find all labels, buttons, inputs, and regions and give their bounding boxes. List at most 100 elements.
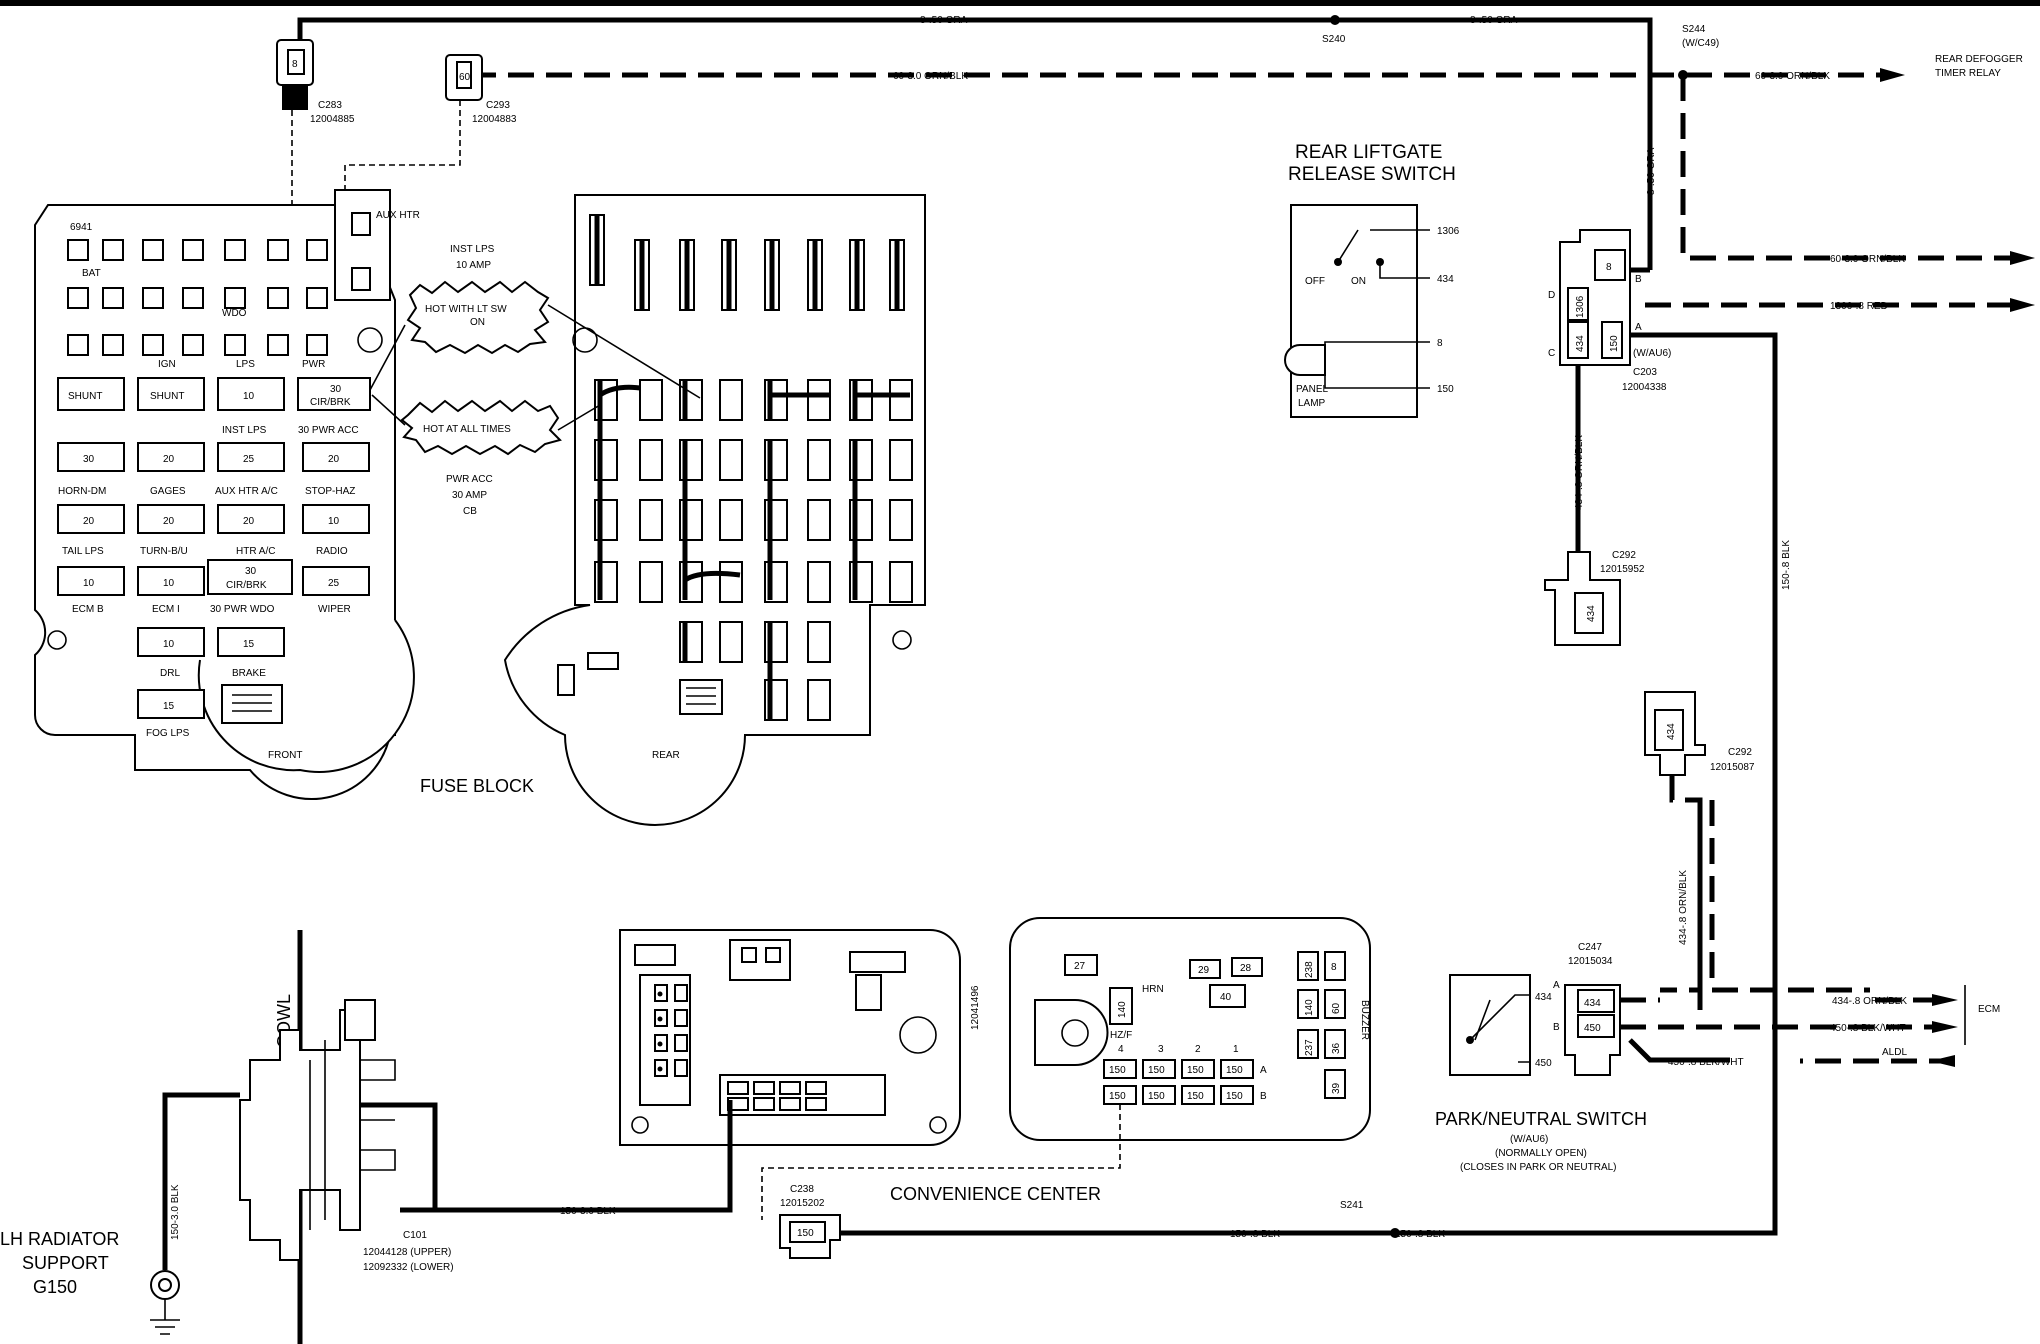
fuse-value: 150 bbox=[1226, 1091, 1243, 1102]
wire-label: 434-.8 ORN/BLK bbox=[1678, 870, 1689, 945]
pin-letter: B bbox=[1635, 274, 1642, 285]
fuse-block-rear: REAR FUSE BLOCK bbox=[420, 194, 926, 826]
fuse-value: 10 bbox=[83, 578, 95, 589]
park-neutral-switch: 434 450 A B PARK/NEUTRAL SWITCH (W/AU6) … bbox=[1435, 974, 1647, 1173]
column-number: 4 bbox=[1118, 1044, 1124, 1055]
fuse-value: 20 bbox=[243, 516, 255, 527]
pin-label: 450 bbox=[1535, 1058, 1552, 1069]
note-text: CB bbox=[463, 506, 477, 517]
wire-label: 450-.8 BLK/WHT bbox=[1668, 1057, 1744, 1068]
wire-label: 434-.8 ORN/BLK bbox=[1574, 435, 1585, 510]
fuse-value: 10 bbox=[243, 391, 255, 402]
relay-value: 8 bbox=[1331, 962, 1337, 973]
pin-label: 434 bbox=[1575, 335, 1586, 352]
connector-part: 12044128 (UPPER) bbox=[363, 1247, 451, 1258]
fuse-block-title: FUSE BLOCK bbox=[420, 776, 534, 796]
convenience-center-left: 12041496 bbox=[330, 929, 981, 1213]
pin-label: 1306 bbox=[1437, 226, 1460, 237]
pin-label: 450 bbox=[1584, 1023, 1601, 1034]
column-number: 3 bbox=[1158, 1044, 1164, 1055]
wire-label: 150-.8 BLK bbox=[1395, 1229, 1445, 1240]
fuse-value: 150 bbox=[1109, 1091, 1126, 1102]
pin-letter: B bbox=[1553, 1022, 1560, 1033]
pin-label: 150 bbox=[797, 1228, 814, 1239]
fuse-value: 150 bbox=[1187, 1091, 1204, 1102]
fuse-value: 20 bbox=[163, 454, 175, 465]
hzf-label: HZ/F bbox=[1110, 1030, 1132, 1041]
pin-label: 8 bbox=[292, 59, 298, 70]
fuse-value: 25 bbox=[243, 454, 255, 465]
wire-label: 8-.50 GRA bbox=[1470, 15, 1518, 26]
lps-label: LPS bbox=[236, 359, 255, 370]
liftgate-switch: REAR LIFTGATE RELEASE SWITCH OFF ON PANE… bbox=[1284, 142, 1460, 418]
relay-value: 39 bbox=[1331, 1082, 1342, 1094]
wire-label: 434-.8 ORN/BLK bbox=[1832, 996, 1907, 1007]
pin-letter: A bbox=[1635, 322, 1642, 333]
splice-label: S240 bbox=[1322, 34, 1346, 45]
buzzer-label: BUZZER bbox=[1359, 1000, 1370, 1040]
fuse-label: HORN-DM bbox=[58, 486, 106, 497]
column-number: 1 bbox=[1233, 1044, 1239, 1055]
wire-label: 450-.8 BLK/WHT bbox=[1830, 1023, 1906, 1034]
panel-label: PANEL bbox=[1296, 384, 1328, 395]
fuse-value: 30 bbox=[83, 454, 95, 465]
connector-id: C238 bbox=[790, 1184, 814, 1195]
fuse-value: 150 bbox=[1148, 1065, 1165, 1076]
ground-label: LH RADIATOR bbox=[0, 1229, 119, 1249]
fuse-label: SHUNT bbox=[68, 391, 102, 402]
relay-value: 238 bbox=[1304, 961, 1315, 978]
wire-label: 1306-.8 RED bbox=[1830, 301, 1888, 312]
row-letter: B bbox=[1260, 1091, 1267, 1102]
fuse-value: 150 bbox=[1148, 1091, 1165, 1102]
pin-label: 8 bbox=[1606, 262, 1612, 273]
note-text: PWR ACC bbox=[446, 474, 493, 485]
pin-label: 434 bbox=[1584, 998, 1601, 1009]
fuse-value: 30 bbox=[245, 566, 257, 577]
park-neutral-note: (NORMALLY OPEN) bbox=[1495, 1148, 1587, 1159]
fuse-label: SHUNT bbox=[150, 391, 184, 402]
fuse-value: 15 bbox=[163, 701, 175, 712]
ground-label: G150 bbox=[33, 1277, 77, 1297]
fuse-value: 10 bbox=[328, 516, 340, 527]
connector-id: C283 bbox=[318, 100, 342, 111]
liftgate-title: RELEASE SWITCH bbox=[1288, 164, 1456, 185]
callout-text: HOT AT ALL TIMES bbox=[423, 424, 511, 435]
fuse-label: AUX HTR A/C bbox=[215, 486, 278, 497]
fuse-label: TURN-B/U bbox=[140, 546, 188, 557]
fuse-label: ECM B bbox=[72, 604, 104, 615]
ground-assembly: COWL C101 12044128 (UPPER) 12092332 (LOW… bbox=[0, 930, 730, 1344]
connector-part: 12092332 (LOWER) bbox=[363, 1262, 454, 1273]
ground-label: SUPPORT bbox=[22, 1253, 109, 1273]
pin-letter: A bbox=[1553, 980, 1560, 991]
wire-label: 150-3.0 BLK bbox=[170, 1184, 181, 1240]
row-letter: A bbox=[1260, 1065, 1267, 1076]
column-number: 2 bbox=[1195, 1044, 1201, 1055]
wire-label: 8-.50 GRA bbox=[1646, 147, 1657, 195]
connector-id: C292 bbox=[1728, 747, 1752, 758]
connector-note: (W/AU6) bbox=[1633, 348, 1671, 359]
fuse-value: 25 bbox=[328, 578, 340, 589]
splice-label: S244 bbox=[1682, 24, 1706, 35]
pin-label: 434 bbox=[1586, 605, 1597, 622]
pin-label: 8 bbox=[1437, 338, 1443, 349]
connector-id: C292 bbox=[1612, 550, 1636, 561]
hot-callouts: HOT WITH LT SW ON HOT AT ALL TIMES INST … bbox=[369, 244, 701, 517]
fuse-label: WIPER bbox=[318, 604, 351, 615]
rear-label: REAR bbox=[652, 750, 680, 761]
destination-label: TIMER RELAY bbox=[1935, 68, 2001, 79]
top-border bbox=[0, 0, 2040, 6]
fuse-label: FOG LPS bbox=[146, 728, 190, 739]
wire-label: 8-.50 GRA bbox=[920, 15, 968, 26]
fuse-label: CIR/BRK bbox=[226, 580, 267, 591]
relay-value: 60 bbox=[1331, 1002, 1342, 1014]
pin-letter: C bbox=[1548, 348, 1555, 359]
aux-htr-label: AUX HTR bbox=[376, 210, 420, 221]
fuse-block-front: AUX HTR 6941 bbox=[34, 189, 420, 800]
pin-label: 1306 bbox=[1575, 295, 1586, 318]
pin-letter: D bbox=[1548, 290, 1555, 301]
aldl-label: ALDL bbox=[1882, 1047, 1907, 1058]
fuse-value: 150 bbox=[1226, 1065, 1243, 1076]
wire-label: 60-3.0 ORN/BLK bbox=[1830, 254, 1905, 265]
relay-value: 140 bbox=[1304, 999, 1315, 1016]
